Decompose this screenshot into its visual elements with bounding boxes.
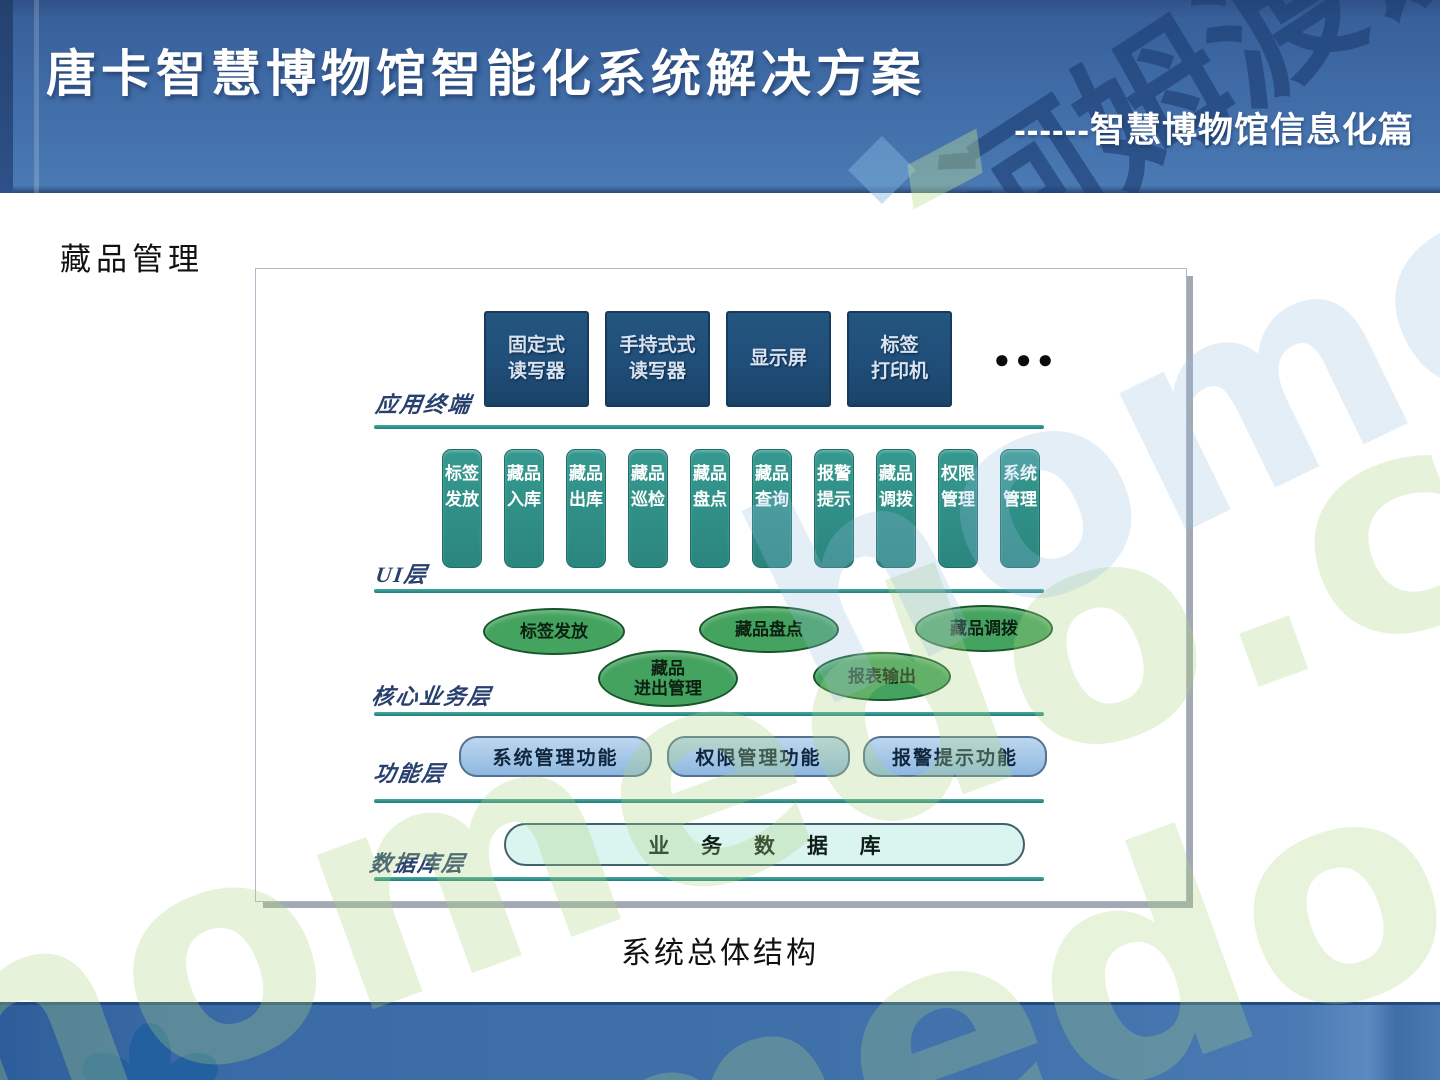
ellipsis-dots: ●●● bbox=[994, 344, 1060, 374]
layer-label-ui: UI层 bbox=[374, 562, 430, 587]
ui-item-item-patrol: 藏品巡检 bbox=[628, 449, 668, 568]
slide-title: 唐卡智慧博物馆智能化系统解决方案 bbox=[46, 46, 926, 102]
function-pill-permission-mgmt: 权限管理功能 bbox=[667, 736, 850, 777]
core-bubble-inout-mgmt: 藏品 进出管理 bbox=[598, 650, 738, 707]
ui-item-item-query: 藏品查询 bbox=[752, 449, 792, 568]
slide-subtitle: ------智慧博物馆信息化篇 bbox=[1014, 111, 1414, 150]
layer-divider bbox=[374, 712, 1044, 716]
layer-divider bbox=[374, 589, 1044, 593]
ui-item-label-issue: 标签发放 bbox=[442, 449, 482, 568]
core-bubble-transfer: 藏品调拨 bbox=[915, 605, 1053, 652]
layer-label-function: 功能层 bbox=[372, 761, 448, 786]
ui-item-item-outbound: 藏品出库 bbox=[566, 449, 606, 568]
core-bubble-report-output: 报表输出 bbox=[813, 652, 951, 701]
ui-item-permission-mgmt: 权限管理 bbox=[938, 449, 978, 568]
ui-item-item-transfer: 藏品调拨 bbox=[876, 449, 916, 568]
layer-label-database: 数据库层 bbox=[368, 851, 468, 876]
diagram-caption: 系统总体结构 bbox=[621, 936, 819, 971]
header-banner: 河姆渡设 唐卡智慧博物馆智能化系统解决方案 ------智慧博物馆信息化篇 bbox=[0, 0, 1440, 193]
terminal-box-label-printer: 标签 打印机 bbox=[847, 311, 952, 407]
database-pill-business-db: 业 务 数 据 库 bbox=[504, 823, 1025, 866]
layer-label-terminal: 应用终端 bbox=[374, 392, 474, 417]
architecture-diagram: 固定式 读写器 手持式式 读写器 显示屏 标签 打印机 ●●● 应用终端 标签发… bbox=[255, 268, 1187, 902]
ui-item-system-mgmt: 系统管理 bbox=[1000, 449, 1040, 568]
function-pill-alarm-prompt: 报警提示功能 bbox=[863, 736, 1047, 777]
terminal-row: 固定式 读写器 手持式式 读写器 显示屏 标签 打印机 ●●● bbox=[484, 311, 1059, 407]
section-title: 藏品管理 bbox=[60, 242, 204, 278]
layer-label-core: 核心业务层 bbox=[370, 684, 494, 709]
ui-item-item-inventory: 藏品盘点 bbox=[690, 449, 730, 568]
layer-divider bbox=[374, 799, 1044, 803]
terminal-box-handheld-reader: 手持式式 读写器 bbox=[605, 311, 710, 407]
layer-divider bbox=[374, 877, 1044, 881]
ui-item-item-inbound: 藏品入库 bbox=[504, 449, 544, 568]
footer-band bbox=[0, 1002, 1440, 1080]
terminal-box-fixed-reader: 固定式 读写器 bbox=[484, 311, 589, 407]
function-pill-system-mgmt: 系统管理功能 bbox=[459, 736, 652, 777]
core-bubble-label-issue: 标签发放 bbox=[483, 608, 625, 655]
core-bubble-inventory: 藏品盘点 bbox=[699, 606, 839, 653]
ui-item-alarm-prompt: 报警提示 bbox=[814, 449, 854, 568]
terminal-box-display: 显示屏 bbox=[726, 311, 831, 407]
layer-divider bbox=[374, 425, 1044, 429]
ui-layer-row: 标签发放 藏品入库 藏品出库 藏品巡检 藏品盘点 藏品查询 报警提示 藏品调拨 … bbox=[442, 449, 1040, 568]
homedo-flower-logo bbox=[82, 1023, 218, 1080]
